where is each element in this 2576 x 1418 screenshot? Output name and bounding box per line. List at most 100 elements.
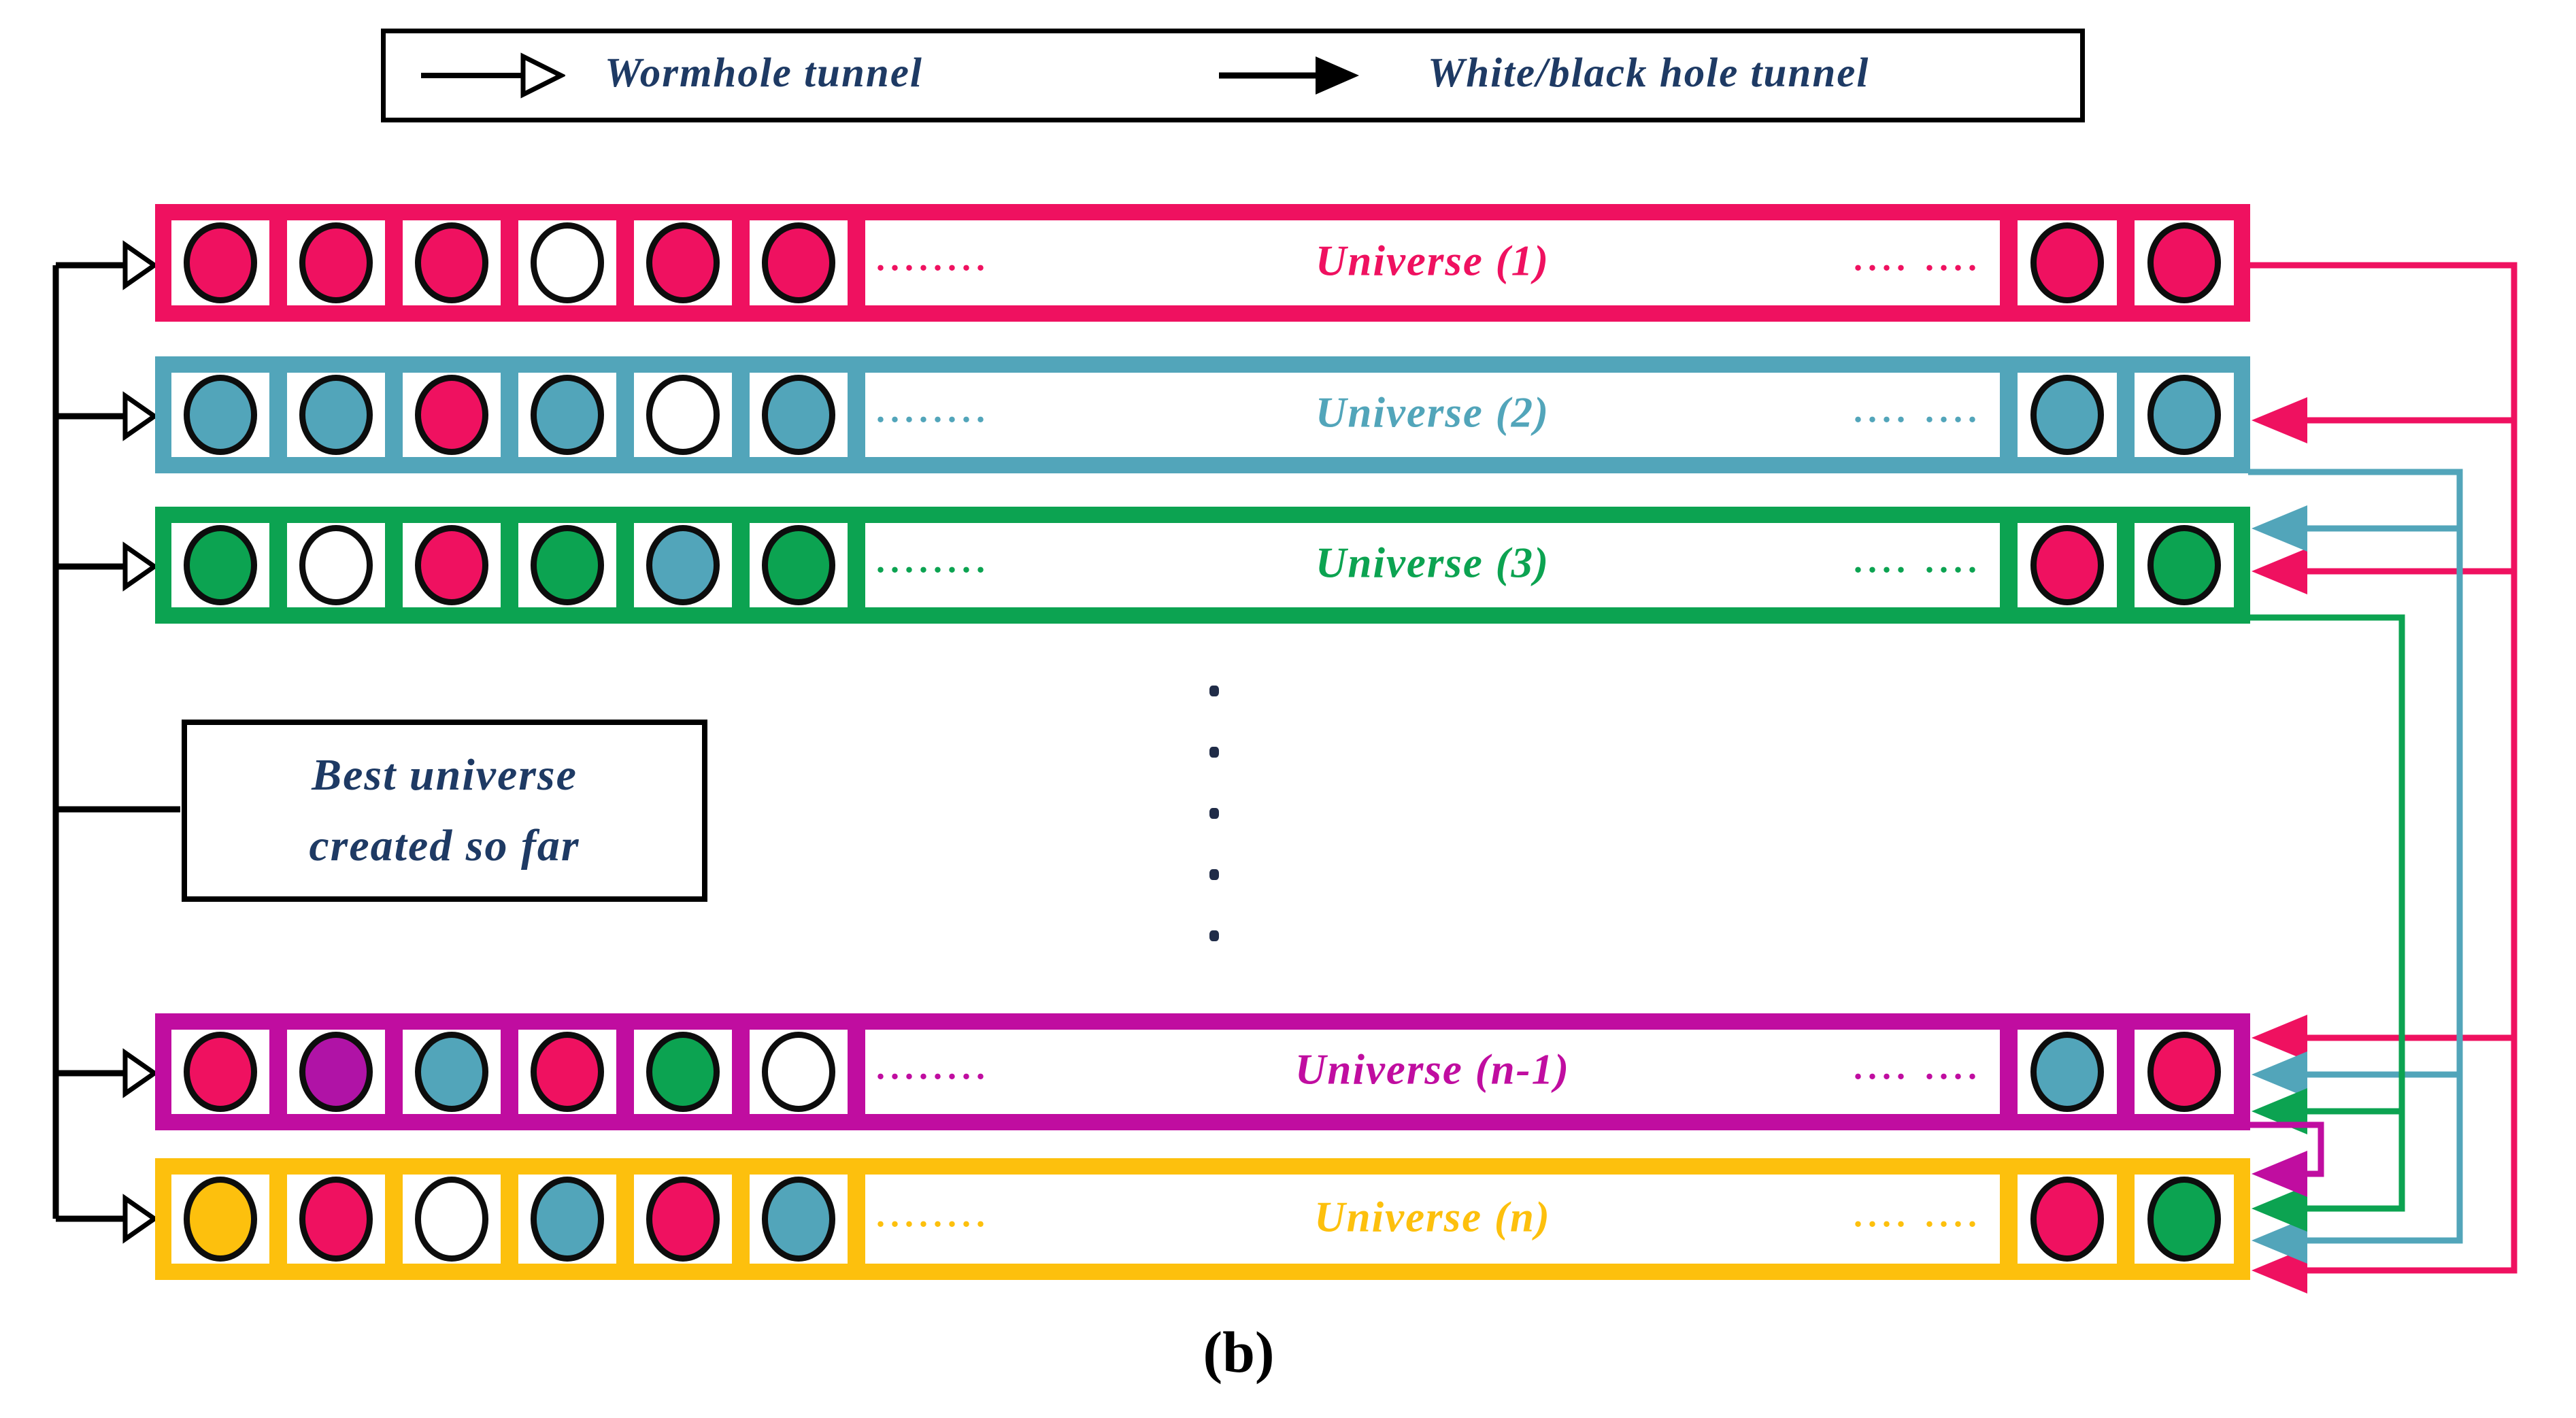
blackhole-arrow-icon — [2252, 1051, 2307, 1098]
tunnel-from-universe-n1 — [2248, 1121, 2324, 1197]
universe-right-dots: .... .... — [1854, 1196, 1982, 1235]
universe-left-dots: ........ — [876, 391, 990, 431]
universe-n-row: ........ Universe (n) .... .... — [155, 1158, 2250, 1280]
universe-cell — [287, 220, 385, 305]
object-circle — [531, 1177, 604, 1262]
tunnel-from-universe-3 — [2248, 614, 2405, 1232]
universe-cell — [403, 523, 501, 607]
best-universe-box: Best universe created so far — [182, 720, 707, 902]
object-circle — [762, 1177, 835, 1262]
universe-cell — [403, 1030, 501, 1114]
wormhole-arrow-icon — [122, 1194, 159, 1244]
universe-cell — [518, 1175, 616, 1264]
universe-cell — [2135, 1030, 2234, 1114]
object-circle — [2030, 222, 2104, 303]
universe-left-dots: ........ — [876, 1048, 990, 1087]
object-circle — [531, 525, 604, 605]
universe-right-dots: .... .... — [1854, 541, 1982, 581]
object-circle — [2030, 375, 2104, 455]
universe-cell — [2135, 373, 2234, 457]
universe-cell — [171, 373, 269, 457]
universe-cell — [634, 1030, 732, 1114]
universe-cell — [171, 523, 269, 607]
object-circle — [646, 1177, 720, 1262]
object-circle — [184, 375, 257, 455]
universe-cell — [403, 1175, 501, 1264]
object-circle — [2147, 525, 2221, 605]
blackhole-arrow-icon — [2252, 397, 2307, 443]
universe-middle-cell: ........ Universe (n) .... .... — [865, 1175, 2000, 1264]
object-circle — [2147, 1177, 2221, 1262]
universe-middle-cell: ........Universe (3).... .... — [865, 523, 2000, 607]
object-circle — [531, 375, 604, 455]
object-circle — [762, 525, 835, 605]
universe-middle-cell: ........Universe (n-1).... .... — [865, 1030, 2000, 1114]
tunnel-from-universe-1 — [2248, 262, 2518, 1294]
universe-right-dots: .... .... — [1854, 239, 1982, 279]
universe-cell — [2135, 1175, 2234, 1264]
object-circle — [2147, 222, 2221, 303]
wormhole-arrow-icon — [122, 391, 159, 441]
universe-cell — [2018, 1030, 2117, 1114]
tunnel-from-universe-2 — [2248, 469, 2463, 1264]
best-universe-line1: Best universe — [312, 750, 578, 800]
ellipsis-dot — [1209, 747, 1219, 758]
universe-cell — [634, 373, 732, 457]
wormhole-arrow-icon — [421, 52, 565, 99]
blackhole-arrow-icon — [2252, 505, 2307, 552]
wormhole-legend-label: Wormhole tunnel — [605, 50, 923, 97]
object-circle — [415, 1177, 488, 1262]
universe-cell — [2135, 523, 2234, 607]
universe-label: Universe (n) — [1314, 1193, 1551, 1241]
universe-cell — [2135, 220, 2234, 305]
object-circle — [184, 1032, 257, 1112]
blackhole-arrow-icon — [2252, 548, 2307, 594]
universe-label: Universe (3) — [1315, 539, 1550, 587]
blackhole-arrow-icon — [2252, 1151, 2307, 1197]
ellipsis-dot — [1209, 808, 1219, 819]
universe-left-dots: ........ — [876, 239, 990, 279]
universe-cell — [287, 523, 385, 607]
object-circle — [299, 1032, 373, 1112]
universe-cell — [750, 1175, 848, 1264]
universe-cell — [750, 373, 848, 457]
best-universe-line2: created so far — [309, 821, 580, 871]
universe-cell — [2018, 220, 2117, 305]
universe-cell — [2018, 523, 2117, 607]
vertical-ellipsis — [1209, 686, 1219, 992]
blackhole-arrow-icon — [2252, 1015, 2307, 1061]
universe-cell — [750, 220, 848, 305]
object-circle — [2147, 1032, 2221, 1112]
object-circle — [2030, 1177, 2104, 1262]
universe-right-dots: .... .... — [1854, 1048, 1982, 1087]
object-circle — [762, 1032, 835, 1112]
ellipsis-dot — [1209, 686, 1219, 696]
universe-cell — [287, 1175, 385, 1264]
object-circle — [2030, 525, 2104, 605]
wormhole-network — [52, 240, 180, 1244]
universe-cell — [171, 1175, 269, 1264]
wormhole-arrow-icon — [122, 240, 159, 290]
universe-left-dots: ........ — [876, 1196, 990, 1235]
universe-middle-cell: ........Universe (2).... .... — [865, 373, 2000, 457]
object-circle — [646, 222, 720, 303]
object-circle — [299, 375, 373, 455]
ellipsis-dot — [1209, 930, 1219, 941]
blackhole-legend-label: White/black hole tunnel — [1428, 50, 1870, 97]
blackhole-arrow-icon — [2252, 1217, 2307, 1264]
universe-cell — [287, 373, 385, 457]
object-circle — [415, 1032, 488, 1112]
object-circle — [2147, 375, 2221, 455]
universe-cell — [2018, 1175, 2117, 1264]
universe-right-dots: .... .... — [1854, 391, 1982, 431]
universe-cell — [518, 373, 616, 457]
object-circle — [531, 222, 604, 303]
object-circle — [299, 222, 373, 303]
object-circle — [531, 1032, 604, 1112]
object-circle — [646, 375, 720, 455]
universe-cell — [403, 373, 501, 457]
object-circle — [415, 375, 488, 455]
universe-cell — [403, 220, 501, 305]
blackhole-arrow-icon — [2252, 1247, 2307, 1294]
